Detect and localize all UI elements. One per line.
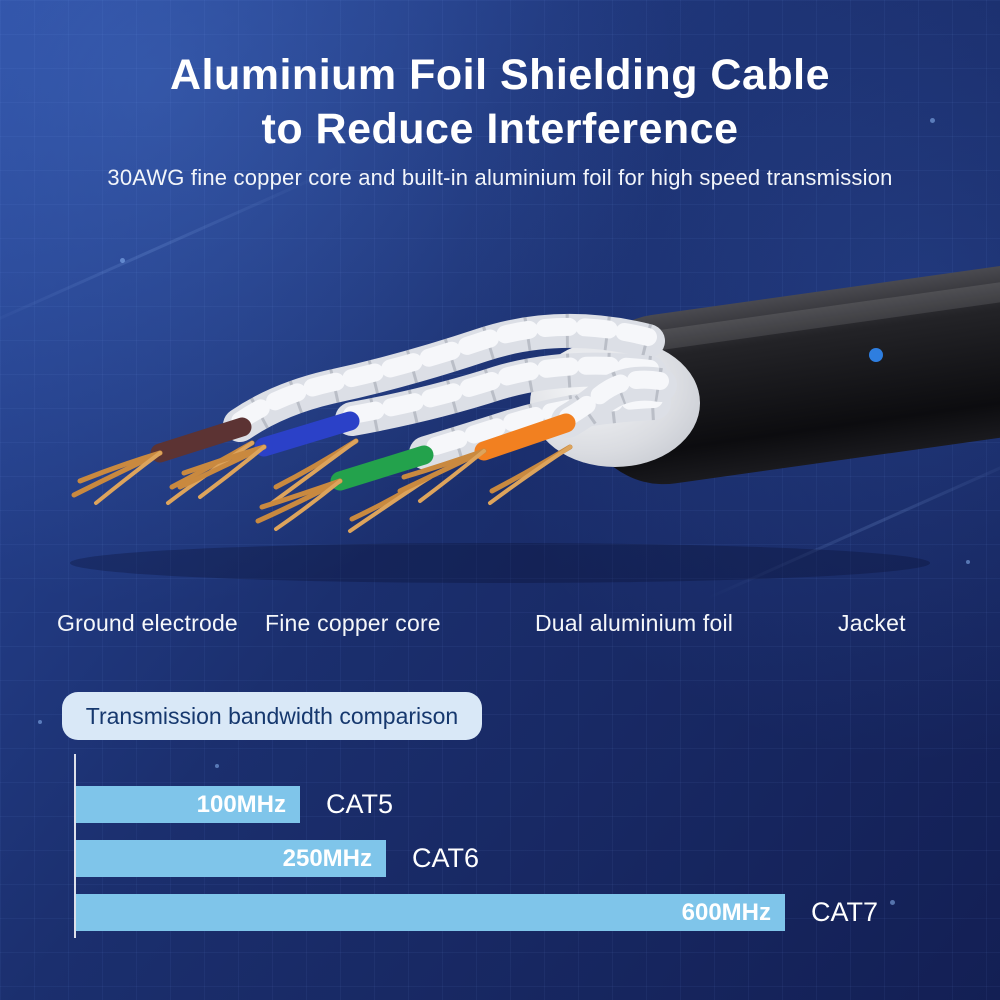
callout-jacket: Jacket (838, 610, 906, 636)
bar-category-label: CAT7 (811, 897, 879, 927)
cable-illustration (70, 247, 1000, 583)
wire-blue (254, 411, 360, 457)
twisted-pair-1 (223, 313, 665, 442)
bar-value-label: 600MHz (681, 898, 771, 926)
twisted-pair-2 (335, 352, 667, 436)
chart-bar-row-cat6: 250MHz CAT6 (76, 840, 996, 877)
callout-ground-electrode: Ground electrode (57, 610, 238, 636)
chart-bar-cat6: 250MHz (76, 840, 386, 877)
title-line-1: Aluminium Foil Shielding Cable (169, 51, 831, 99)
decor-dot (215, 764, 219, 768)
cable-jacket (580, 247, 1000, 485)
bar-category-label: CAT5 (326, 789, 394, 819)
twisted-pair-4 (551, 366, 677, 438)
cable-shadow (70, 543, 930, 583)
title-line-2: to Reduce Interference (261, 105, 739, 154)
callout-dual-aluminium-foil: Dual aluminium foil (535, 610, 734, 636)
copper-strands-orange (397, 444, 573, 505)
page-subtitle: 30AWG fine copper core and built-in alum… (107, 165, 893, 190)
bandwidth-chart: 100MHz CAT5 250MHz CAT6 600MHz CAT7 (76, 786, 996, 948)
chart-axis-line (74, 754, 76, 938)
chart-bar-row-cat7: 600MHz CAT7 (76, 894, 996, 931)
bar-value-label: 250MHz (282, 844, 372, 872)
wire-green (330, 445, 434, 491)
comparison-header-pill: Transmission bandwidth comparison (62, 692, 482, 740)
chart-bar-row-cat5: 100MHz CAT5 (76, 786, 996, 823)
chart-bar-cat7: 600MHz (76, 894, 785, 931)
callout-fine-copper-core: Fine copper core (265, 610, 441, 636)
wire-orange (474, 413, 576, 461)
bar-value-label: 100MHz (196, 790, 286, 818)
chart-bar-cat5: 100MHz (76, 786, 300, 823)
decor-dot (38, 720, 42, 724)
page-title: Aluminium Foil Shielding Cable to Reduce… (0, 48, 1000, 156)
bar-category-label: CAT6 (412, 843, 480, 873)
wire-brown (150, 417, 252, 463)
copper-strands-blue (177, 438, 359, 505)
jacket-marker-dot (869, 348, 883, 362)
